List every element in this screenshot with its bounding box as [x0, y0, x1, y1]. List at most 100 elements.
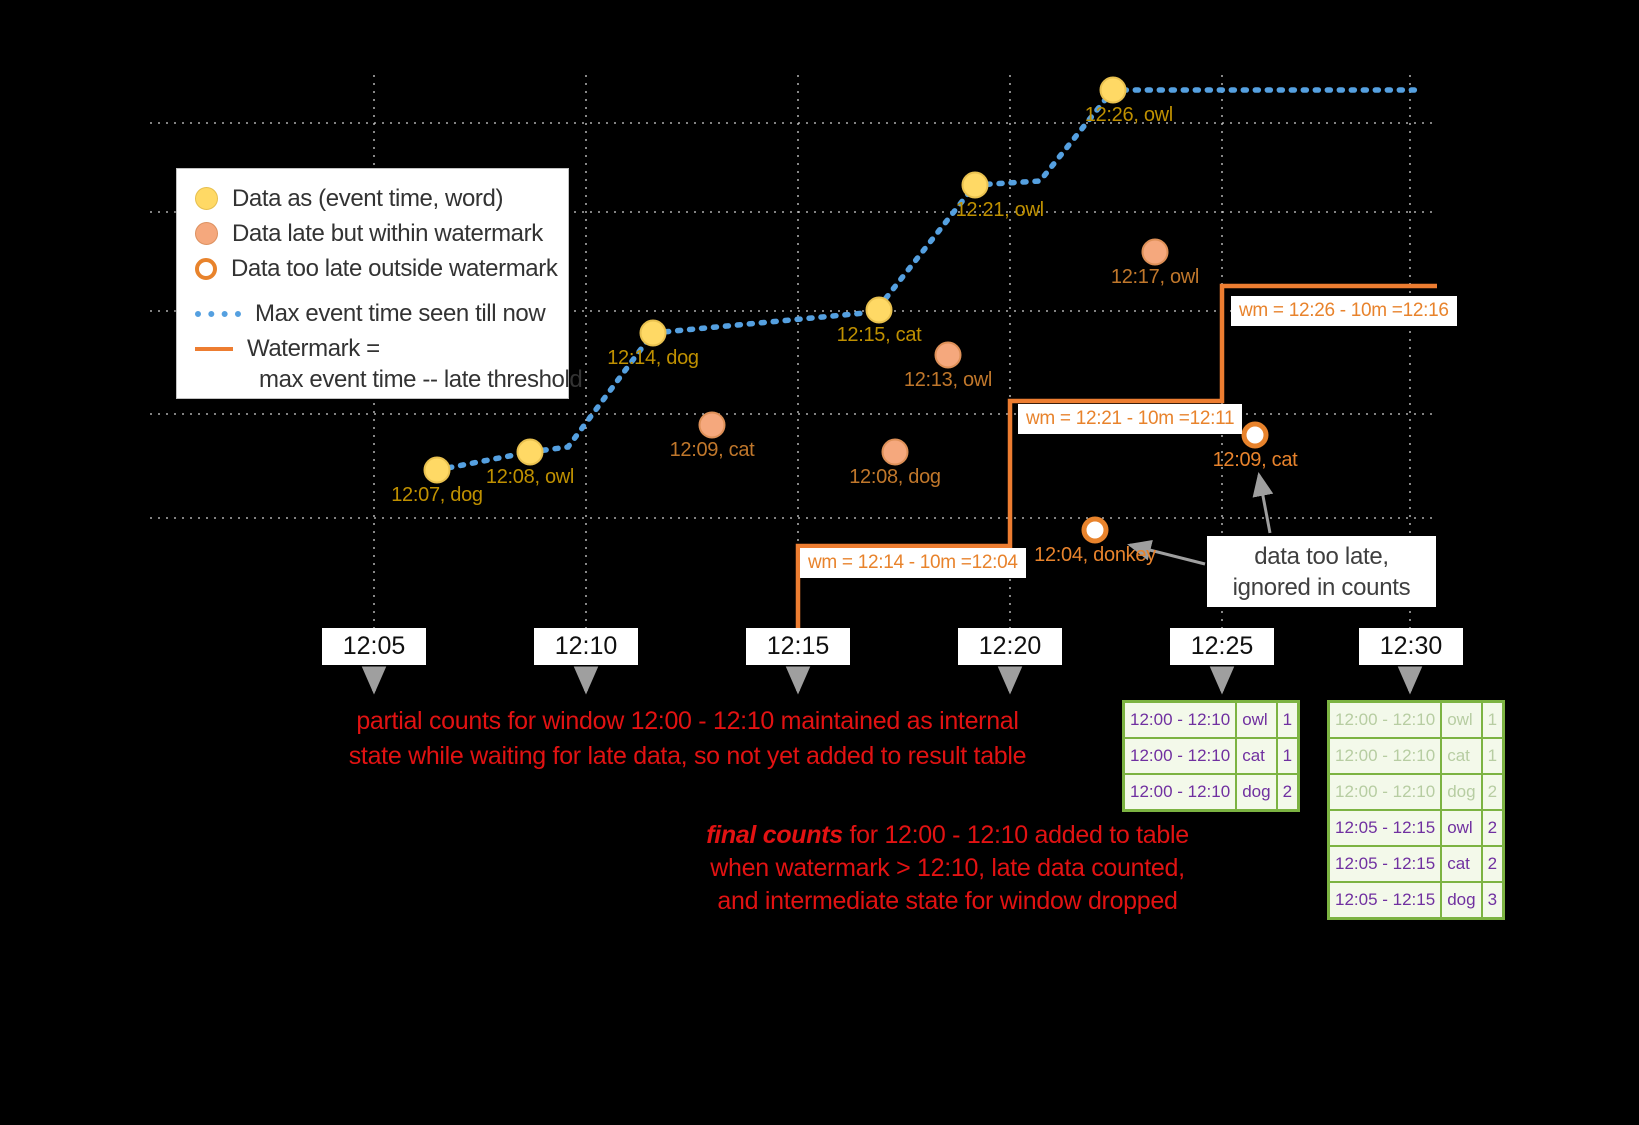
event-dot-icon: [865, 296, 893, 324]
axis-tick-12-30: 12:30: [1359, 628, 1463, 665]
event-point-label: 12:08, owl: [485, 466, 575, 488]
word-cell: cat: [1235, 737, 1278, 775]
legend-label: Data as (event time, word): [232, 184, 504, 212]
window-cell: 12:00 - 12:10: [1122, 700, 1238, 739]
legend-item-too-late-data: Data too late outside watermark: [195, 251, 558, 286]
late-point-label: 12:17, owl: [1110, 266, 1200, 288]
too-late-dot-icon: [195, 257, 217, 280]
event-point-label: 12:07, dog: [391, 484, 483, 506]
too-late-note-line: ignored in counts: [1232, 573, 1411, 601]
event-dot-icon: [961, 171, 989, 199]
window-cell: 12:05 - 12:15: [1327, 809, 1443, 847]
count-cell: 1: [1275, 700, 1300, 739]
count-cell: 1: [1480, 700, 1505, 739]
event-dot-icon: [639, 319, 667, 347]
late-dot-icon: [1141, 238, 1169, 266]
window-cell: 12:05 - 12:15: [1327, 845, 1443, 883]
event-point-label: 12:14, dog: [607, 347, 699, 369]
too-late-point-label: 12:04, donkey: [1034, 544, 1156, 566]
table-row: 12:00 - 12:10 dog 2: [1327, 773, 1505, 811]
axis-tick-12-20: 12:20: [958, 628, 1062, 665]
too-late-arrows: [1127, 472, 1274, 566]
annotation-emphasis: final counts: [706, 821, 843, 849]
count-cell: 1: [1275, 737, 1300, 775]
count-cell: 2: [1480, 845, 1505, 883]
axis-tick-12-25: 12:25: [1170, 628, 1274, 665]
watermark-line: [795, 283, 1437, 631]
legend-label: Data too late outside watermark: [231, 254, 558, 282]
too-late-point-label: 12:09, cat: [1212, 449, 1298, 471]
axis-tick-12-15: 12:15: [746, 628, 850, 665]
annotation-line-rest: for 12:00 - 12:10 added to table: [842, 821, 1190, 849]
result-table-12-30: 12:00 - 12:10 owl 1 12:00 - 12:10 cat 1 …: [1327, 700, 1506, 920]
watermark-label-1: wm = 12:14 - 10m =12:04: [800, 548, 1026, 578]
table-row: 12:05 - 12:15 owl 2: [1327, 809, 1505, 847]
table-row: 12:00 - 12:10 cat 1: [1327, 737, 1505, 775]
word-cell: owl: [1440, 809, 1483, 847]
max-event-time-line: [434, 87, 1421, 473]
word-cell: cat: [1440, 845, 1483, 883]
too-late-dot-icon: [1241, 421, 1269, 449]
table-row: 12:05 - 12:15 dog 3: [1327, 881, 1505, 920]
arrow-to-donkey: [1127, 539, 1206, 566]
word-cell: owl: [1235, 700, 1278, 739]
legend-label: Watermark =: [247, 334, 380, 362]
annotation-line: final counts for 12:00 - 12:10 added to …: [655, 819, 1240, 852]
legend-item-late-data: Data late but within watermark: [195, 216, 558, 251]
word-cell: dog: [1440, 881, 1483, 920]
dotted-line-icon: [195, 310, 241, 317]
late-point-label: 12:08, dog: [849, 466, 941, 488]
event-dot-icon: [423, 456, 451, 484]
count-cell: 2: [1480, 773, 1505, 811]
result-table-12-25: 12:00 - 12:10 owl 1 12:00 - 12:10 cat 1 …: [1122, 700, 1301, 812]
legend-label: Max event time seen till now: [255, 299, 546, 327]
window-cell: 12:05 - 12:15: [1327, 881, 1443, 920]
too-late-note-line: data too late,: [1254, 542, 1389, 570]
count-cell: 2: [1275, 773, 1300, 812]
legend-item-max-event-time: Max event time seen till now: [195, 296, 558, 331]
arrow-to-late-cat: [1252, 472, 1274, 534]
table-row: 12:00 - 12:10 owl 1: [1122, 700, 1300, 739]
axis-arrows: [361, 666, 1423, 695]
word-cell: cat: [1440, 737, 1483, 775]
annotation-line: and intermediate state for window droppe…: [717, 887, 1178, 915]
late-dot-icon: [698, 411, 726, 439]
event-dot-icon: [195, 187, 218, 210]
legend-item-event-data: Data as (event time, word): [195, 181, 558, 216]
annotation-partial-counts: partial counts for window 12:00 - 12:10 …: [305, 704, 1070, 774]
word-cell: dog: [1440, 773, 1483, 811]
event-point-label: 12:26, owl: [1084, 104, 1173, 126]
legend-label: max event time -- late threshold: [259, 366, 583, 393]
event-point-label: 12:21, owl: [955, 199, 1044, 221]
table-row: 12:00 - 12:10 owl 1: [1327, 700, 1505, 739]
late-dot-icon: [934, 341, 962, 369]
annotation-final-counts: final counts for 12:00 - 12:10 added to …: [655, 819, 1240, 918]
window-cell: 12:00 - 12:10: [1327, 700, 1443, 739]
window-cell: 12:00 - 12:10: [1122, 737, 1238, 775]
legend-label: Data late but within watermark: [232, 219, 543, 247]
count-cell: 1: [1480, 737, 1505, 775]
late-point-label: 12:09, cat: [669, 439, 755, 461]
event-point-label: 12:15, cat: [836, 324, 922, 346]
legend: Data as (event time, word) Data late but…: [176, 168, 583, 399]
axis-tick-12-05: 12:05: [322, 628, 426, 665]
window-cell: 12:00 - 12:10: [1327, 773, 1443, 811]
word-cell: dog: [1235, 773, 1278, 812]
late-dot-icon: [195, 222, 218, 245]
solid-line-icon: [195, 346, 233, 351]
annotation-line: state while waiting for late data, so no…: [348, 742, 1027, 770]
count-cell: 2: [1480, 809, 1505, 847]
legend-item-watermark: Watermark =: [195, 331, 558, 366]
annotation-line: partial counts for window 12:00 - 12:10 …: [356, 707, 1019, 735]
late-point-label: 12:13, owl: [903, 369, 993, 391]
annotation-line: when watermark > 12:10, late data counte…: [710, 854, 1185, 882]
legend-item-watermark-cont: max event time -- late threshold: [195, 366, 583, 394]
window-cell: 12:00 - 12:10: [1327, 737, 1443, 775]
word-cell: owl: [1440, 700, 1483, 739]
too-late-note: data too late, ignored in counts: [1207, 536, 1436, 607]
table-row: 12:05 - 12:15 cat 2: [1327, 845, 1505, 883]
window-cell: 12:00 - 12:10: [1122, 773, 1238, 812]
table-row: 12:00 - 12:10 dog 2: [1122, 773, 1300, 812]
too-late-dot-icon: [1081, 516, 1109, 544]
